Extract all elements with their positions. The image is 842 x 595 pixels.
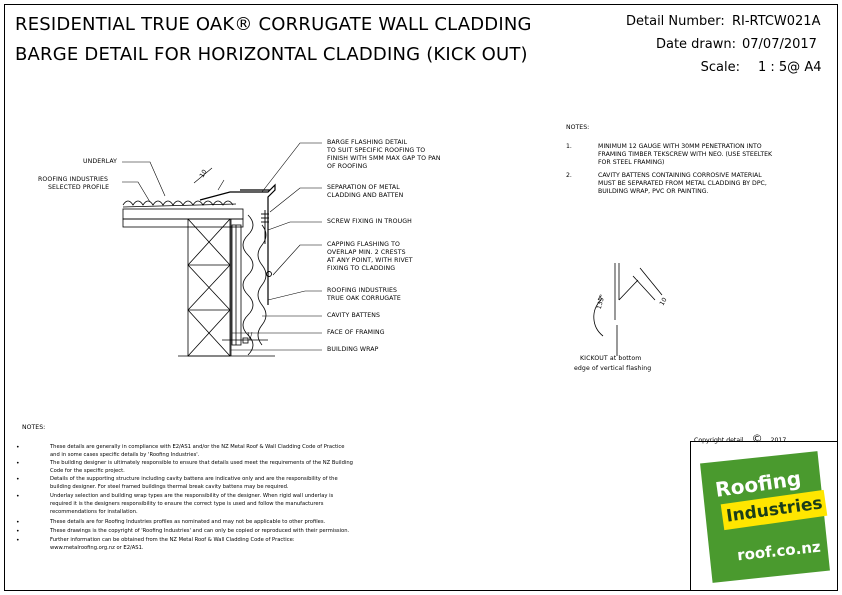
label-roofing-profile-1: ROOFING INDUSTRIES — [38, 176, 109, 183]
title-line-1: RESIDENTIAL TRUE OAK® CORRUGATE WALL CLA… — [15, 14, 532, 35]
bottom-note-line-10: These details are for Roofing Industries… — [50, 519, 326, 525]
bullet: • — [16, 528, 20, 535]
bottom-note-line-9: recommendations for installation. — [50, 509, 138, 515]
cavity-batten — [230, 219, 242, 356]
bullet: • — [16, 493, 20, 500]
label-trueoak-2: TRUE OAK CORRUGATE — [327, 295, 401, 302]
wall-framing — [187, 218, 231, 357]
label-trueoak-1: ROOFING INDUSTRIES — [327, 287, 398, 294]
bottom-note-line-2: and in some cases specific details by 'R… — [50, 452, 200, 458]
label-barge-4: OF ROOFING — [327, 163, 368, 170]
bottom-note-line-11: These drawings is the copyright of 'Roof… — [50, 528, 350, 534]
right-note-1-line-1: MINIMUM 12 GAUGE WITH 30mm PENETRATION I… — [598, 143, 762, 150]
logo-panel — [690, 441, 838, 591]
right-note-1-line-2: FRAMING TIMBER TEKSCREW WITH NEO. (USE S… — [598, 151, 773, 158]
roofing-profile — [122, 200, 237, 208]
bottom-note-line-8: required it is the designers responsibil… — [50, 501, 324, 507]
label-capping-2: OVERLAP MIN. 2 CRESTS — [327, 249, 406, 256]
bottom-plate — [178, 337, 275, 357]
bottom-note-line-13: www.metalroofing.org.nz or E2/AS1. — [50, 545, 144, 551]
label-roofing-profile-2: SELECTED PROFILE — [48, 184, 110, 191]
label-cavity-battens: CAVITY BATTENS — [327, 312, 381, 319]
bottom-notes-heading: NOTES: — [22, 424, 46, 431]
top-framing — [122, 208, 244, 228]
bottom-note-line-7: Underlay selection and building wrap typ… — [50, 493, 334, 499]
label-capping-4: FIXING TO CLADDING — [327, 265, 396, 272]
label-barge-3: FINISH WITH 5mm MAX GAP TO PAN — [327, 155, 441, 162]
bullet: • — [16, 519, 20, 526]
bullet: • — [16, 537, 20, 544]
copyright-symbol: © — [751, 432, 763, 445]
scale-label: Scale: — [700, 60, 740, 75]
label-kickout-1: KICKOUT at bottom — [580, 355, 642, 362]
dimension-10 — [193, 167, 225, 191]
label-building-wrap: BUILDING WRAP — [327, 346, 379, 353]
detail-number-label: Detail Number: — [626, 14, 725, 29]
bullet: • — [16, 460, 20, 467]
copyright-text: Copyright detail — [694, 437, 744, 444]
label-separation-2: CLADDING AND BATTEN — [327, 192, 404, 199]
bottom-note-line-5: Details of the supporting structure incl… — [50, 476, 338, 482]
label-barge-2: TO SUIT SPECIFIC ROOFING TO — [327, 147, 426, 154]
label-separation-1: SEPARATION OF METAL — [327, 184, 400, 191]
date-drawn-value: 07/07/2017 — [742, 37, 817, 52]
right-note-2-line-2: MUST BE SEPARATED FROM METAL CLADDING BY… — [598, 180, 767, 187]
label-capping-1: CAPPING FLASHING TO — [327, 241, 400, 248]
date-drawn-label: Date drawn: — [655, 37, 736, 52]
bullet: • — [16, 444, 20, 451]
sheet-border — [4, 4, 838, 591]
bottom-note-line-6: building designer. For steel framed buil… — [50, 484, 289, 490]
kickout-detail — [593, 263, 663, 356]
right-note-2-line-3: BUILDING WRAP, PVC OR PAINTING. — [598, 188, 709, 195]
right-notes-heading: NOTES: — [566, 124, 590, 131]
bottom-note-line-1: These details are generally in complianc… — [50, 444, 345, 450]
label-barge-1: BARGE FLASHING DETAIL — [327, 139, 408, 146]
bottom-note-line-12: Further information can be obtained from… — [50, 537, 295, 543]
leader-lines — [122, 142, 322, 351]
scale-value: 1 : 5@ A4 — [758, 60, 822, 75]
bottom-note-line-4: Code for the specific project. — [50, 468, 125, 474]
copyright-line: Copyright detail © 2017 — [694, 432, 786, 445]
detail-number-value: RI-RTCW021A — [732, 14, 821, 29]
label-face-of-framing: FACE OF FRAMING — [327, 329, 385, 336]
screw-fixing — [261, 210, 272, 277]
right-note-1-number: 1. — [566, 143, 572, 150]
label-capping-3: AT ANY POINT, WITH RIVET — [327, 257, 413, 264]
bullet: • — [16, 476, 20, 483]
bottom-note-line-3: The building designer is ultimately resp… — [50, 460, 353, 466]
title-line-2: BARGE DETAIL FOR HORIZONTAL CLADDING (KI… — [15, 44, 528, 65]
right-note-1-line-3: FOR STEEL FRAMING) — [598, 159, 665, 166]
corrugate-cladding — [242, 214, 267, 356]
label-kickout-2: edge of vertical flashing — [574, 365, 652, 372]
right-note-2-line-1: CAVITY BATTENS CONTAINING CORROSIVE MATE… — [598, 172, 762, 179]
barge-flashing — [199, 183, 276, 305]
label-underlay: UNDERLAY — [83, 158, 118, 165]
copyright-year: 2017 — [770, 437, 787, 444]
right-note-2-number: 2. — [566, 172, 572, 179]
label-screw: SCREW FIXING IN TROUGH — [327, 218, 412, 225]
